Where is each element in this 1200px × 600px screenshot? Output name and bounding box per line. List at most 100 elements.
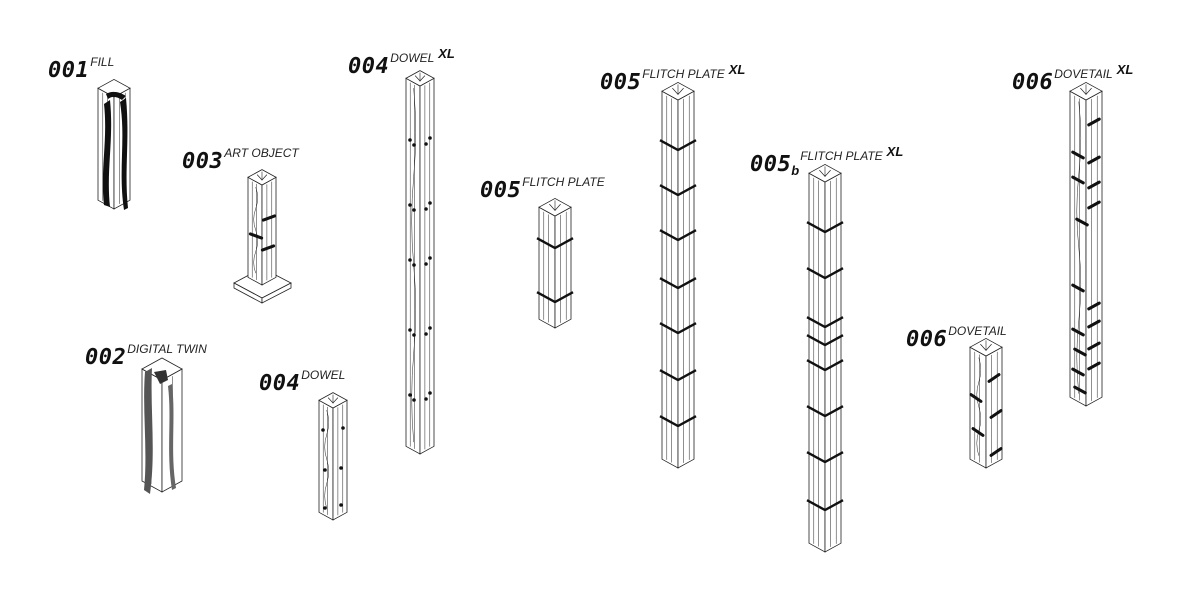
dowel-dot: [408, 328, 412, 332]
column-left-face: [538, 206, 556, 329]
label-005b-subscript: b: [791, 163, 800, 178]
flitch-plate-band: [536, 237, 574, 250]
flitch-plate-band: [806, 267, 844, 280]
label-002-name: DIGITAL TWIN: [127, 342, 207, 356]
flitch-plate-band: [659, 184, 697, 197]
flitch-plate-band: [806, 221, 844, 234]
flitch-plate-band: [536, 291, 574, 304]
flitch-plate-band: [659, 369, 697, 382]
column-005-flitch-plate: [536, 197, 574, 329]
flitch-plate-band: [659, 415, 697, 428]
column-001-fill: [97, 78, 131, 210]
dovetail-key: [1087, 155, 1101, 165]
label-006-xl-number: 006: [1012, 70, 1054, 95]
dovetail-key: [1087, 361, 1101, 371]
dovetail-key: [1087, 200, 1101, 210]
grain-line: [253, 187, 258, 274]
dovetail-key: [989, 447, 1003, 457]
label-002: 002DIGITAL TWIN: [85, 343, 207, 370]
dovetail-key: [1071, 150, 1085, 160]
column-right-face: [1085, 90, 1103, 407]
dowel-dot: [408, 203, 412, 207]
scan-surface: [144, 368, 153, 494]
dowel-dot: [408, 393, 412, 397]
label-004-xl-number: 004: [348, 54, 390, 79]
label-001-name: FILL: [90, 55, 115, 69]
dowel-dot: [408, 258, 412, 262]
label-006: 006DOVETAIL: [906, 325, 1007, 351]
label-004-xl-suffix: XL: [438, 46, 455, 61]
dovetail-key: [248, 232, 264, 240]
grain-line: [324, 410, 329, 509]
column-right-face: [261, 176, 277, 286]
dowel-dot: [412, 143, 416, 147]
dovetail-key: [261, 214, 277, 222]
label-003-name: ART OBJECT: [224, 146, 299, 160]
dovetail-key: [1071, 327, 1085, 337]
scan-surface: [168, 384, 176, 490]
column-right-face: [332, 399, 348, 521]
flitch-plate-band: [659, 277, 697, 290]
dovetail-key: [1087, 301, 1101, 311]
dowel-dot: [341, 426, 345, 430]
dowel-dot: [424, 332, 428, 336]
label-001-number: 001: [48, 58, 90, 83]
dovetail-key: [1087, 341, 1101, 351]
dowel-dot: [323, 468, 327, 472]
dowel-dot: [424, 397, 428, 401]
flitch-plate-band: [806, 499, 844, 512]
dovetail-key: [1071, 367, 1085, 377]
label-004-name: DOWEL: [301, 368, 346, 382]
label-005-number: 005: [480, 178, 522, 203]
label-006-xl-suffix: XL: [1116, 62, 1134, 77]
dovetail-key: [1073, 347, 1087, 357]
label-003: 003ART OBJECT: [182, 147, 299, 174]
column-left-face: [1069, 90, 1087, 407]
dovetail-key: [1073, 385, 1087, 395]
flitch-plate-band: [659, 229, 697, 242]
column-left-face: [318, 399, 334, 521]
base-side: [261, 282, 292, 304]
dovetail-key: [1071, 283, 1085, 293]
column-left-face: [247, 176, 263, 286]
column-006-dovetail-xl: [1069, 81, 1103, 407]
flitch-plate-band: [806, 451, 844, 464]
dovetail-key: [1071, 175, 1085, 185]
dovetail-key: [1075, 217, 1089, 227]
column-003-art-object: [233, 169, 292, 304]
label-004-number: 004: [259, 371, 301, 396]
column-005b-flitch-plate-xl: [806, 163, 844, 553]
dowel-dot: [424, 262, 428, 266]
column-006-dovetail: [969, 337, 1003, 469]
label-004-xl-name: DOWEL: [390, 51, 435, 65]
dovetail-key: [969, 393, 983, 403]
column-004-dowel: [318, 392, 348, 521]
flitch-plate-band: [659, 322, 697, 335]
label-005b-suffix: XL: [886, 144, 904, 159]
dovetail-key: [260, 244, 276, 252]
dowel-dot: [424, 207, 428, 211]
dowel-dot: [323, 506, 327, 510]
column-005-flitch-plate-xl: [659, 81, 697, 469]
label-006-xl-name: DOVETAIL: [1054, 67, 1113, 81]
grain-line: [1076, 101, 1082, 394]
label-001: 001FILL: [48, 56, 114, 83]
dowel-dot: [408, 138, 412, 142]
label-002-number: 002: [85, 345, 127, 370]
dowel-dot: [428, 326, 432, 330]
dowel-dot: [321, 428, 325, 432]
flitch-plate-band: [806, 316, 844, 329]
label-003-number: 003: [182, 149, 224, 174]
dowel-dot: [428, 201, 432, 205]
dowel-dot: [428, 391, 432, 395]
dovetail-key: [987, 373, 1001, 383]
dowel-dot: [428, 256, 432, 260]
flitch-plate-band: [806, 405, 844, 418]
label-005b-number: 005: [750, 152, 792, 177]
dowel-dot: [428, 136, 432, 140]
label-005: 005FLITCH PLATE: [480, 176, 605, 203]
